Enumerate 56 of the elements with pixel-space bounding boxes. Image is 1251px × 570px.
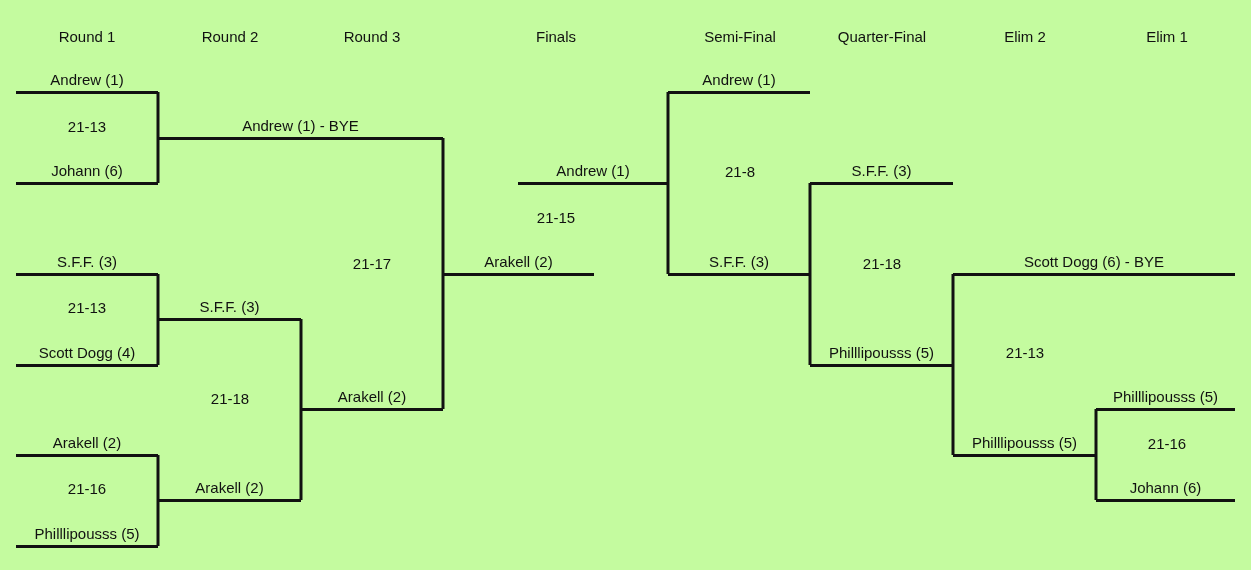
player-slot: S.F.F. (3) — [810, 159, 953, 185]
bracket-connector — [156, 500, 160, 546]
player-slot: Andrew (1) — [668, 68, 810, 94]
bracket-connector — [156, 92, 160, 138]
player-slot: Philllipousss (5) — [953, 431, 1096, 457]
player-slot: Johann (6) — [1096, 476, 1235, 502]
bracket-connector — [951, 365, 955, 455]
player-slot: Philllipousss (5) — [810, 341, 953, 367]
player-slot: Andrew (1) — [16, 68, 158, 94]
player-slot: Andrew (1) — [518, 159, 668, 185]
bracket-connector — [808, 183, 812, 274]
match-score: 21-13 — [67, 117, 107, 135]
player-slot: Johann (6) — [16, 159, 158, 185]
bracket-connector — [1094, 409, 1098, 455]
round-header: Round 3 — [343, 27, 401, 45]
round-header: Finals — [536, 27, 576, 45]
player-slot: S.F.F. (3) — [668, 250, 810, 276]
round-header: Elim 2 — [1004, 27, 1046, 45]
bracket-connector — [808, 274, 812, 365]
match-score: 21-8 — [725, 162, 755, 180]
bracket-connector — [441, 274, 445, 409]
match-score: 21-17 — [352, 254, 392, 272]
player-slot: Philllipousss (5) — [16, 522, 158, 548]
bracket-connector — [1094, 455, 1098, 500]
bracket-connector — [156, 138, 160, 183]
round-header: Quarter-Final — [837, 27, 927, 45]
bracket-connector — [299, 319, 303, 409]
match-score: 21-18 — [210, 389, 250, 407]
round-header: Semi-Final — [704, 27, 776, 45]
bracket-connector — [951, 274, 955, 365]
match-score: 21-16 — [67, 479, 107, 497]
bracket-connector — [441, 138, 445, 274]
player-slot: Scott Dogg (6) - BYE — [953, 250, 1235, 276]
match-score: 21-18 — [862, 254, 902, 272]
player-slot: Arakell (2) — [443, 250, 594, 276]
match-score: 21-15 — [536, 208, 576, 226]
match-score: 21-13 — [67, 298, 107, 316]
bracket-connector — [156, 455, 160, 500]
round-header: Elim 1 — [1146, 27, 1188, 45]
bracket-connector — [156, 274, 160, 319]
match-score: 21-13 — [1005, 343, 1045, 361]
player-slot: S.F.F. (3) — [158, 295, 301, 321]
round-header: Round 1 — [58, 27, 116, 45]
player-slot: Arakell (2) — [16, 431, 158, 457]
player-slot: Scott Dogg (4) — [16, 341, 158, 367]
bracket-connector — [156, 319, 160, 365]
player-slot: S.F.F. (3) — [16, 250, 158, 276]
player-slot: Arakell (2) — [158, 476, 301, 502]
bracket-connector — [666, 183, 670, 274]
player-slot: Arakell (2) — [301, 385, 443, 411]
bracket-connector — [666, 92, 670, 183]
player-slot: Philllipousss (5) — [1096, 385, 1235, 411]
round-header: Round 2 — [201, 27, 259, 45]
player-slot: Andrew (1) - BYE — [158, 114, 443, 140]
match-score: 21-16 — [1147, 434, 1187, 452]
bracket-connector — [299, 409, 303, 500]
